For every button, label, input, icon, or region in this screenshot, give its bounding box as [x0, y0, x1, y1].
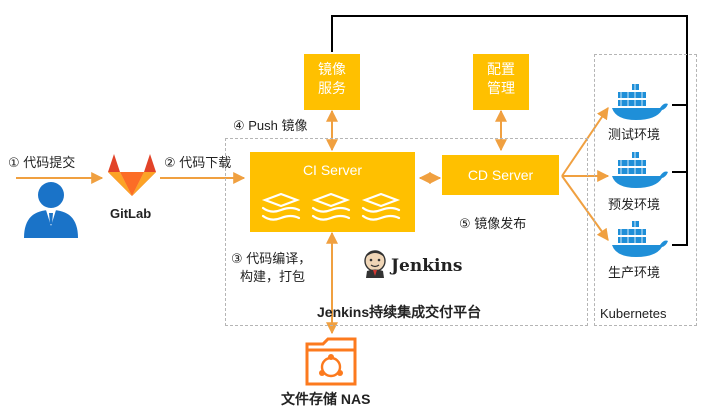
jenkins-logo-text: Jenkins [391, 256, 463, 276]
config-line1: 配置 [487, 61, 515, 77]
user-icon [24, 182, 78, 238]
step-push-label: ④ Push 镜像 [233, 118, 308, 133]
config-line2: 管理 [487, 80, 515, 96]
docker-whale-icon [612, 84, 668, 120]
gitlab-icon [108, 154, 156, 196]
step-build-label: 构建，打包 [240, 269, 306, 284]
arrow-env-prod [561, 175, 609, 241]
feedback-line [331, 15, 688, 246]
arrow-env-test [561, 107, 609, 177]
cd-server-label: CD Server [467, 167, 534, 183]
image-service-line2: 服务 [318, 80, 346, 96]
step-publish-label: ⑤ 镜像发布 [459, 216, 527, 231]
step-download-label: ② 代码下载 [164, 155, 232, 170]
kubernetes-frame [594, 54, 697, 326]
env-staging-label: 预发环境 [608, 197, 661, 212]
docker-whale-icon [612, 152, 668, 188]
jenkins-icon [364, 250, 386, 278]
config-management-box: 配置 管理 [473, 54, 529, 110]
kubernetes-label: Kubernetes [600, 306, 667, 321]
cd-server-box: CD Server [442, 155, 559, 195]
storage-label: 文件存储 NAS [281, 391, 371, 407]
docker-whale-icon [612, 221, 668, 257]
server-stack-icon [261, 192, 401, 221]
step-compile-label: ③ 代码编译， [231, 251, 312, 266]
env-test-label: 测试环境 [608, 127, 661, 142]
gitlab-label: GitLab [110, 206, 152, 221]
step-commit-label: ① 代码提交 [8, 155, 76, 170]
ci-server-box: CI Server [250, 152, 415, 232]
platform-label: Jenkins持续集成交付平台 [317, 304, 482, 320]
platform-frame [225, 138, 588, 326]
image-service-box: 镜像 服务 [304, 54, 360, 110]
ci-server-label: CI Server [302, 162, 363, 178]
image-service-line1: 镜像 [318, 61, 346, 77]
nas-folder-icon [305, 337, 357, 386]
env-prod-label: 生产环境 [608, 265, 661, 280]
